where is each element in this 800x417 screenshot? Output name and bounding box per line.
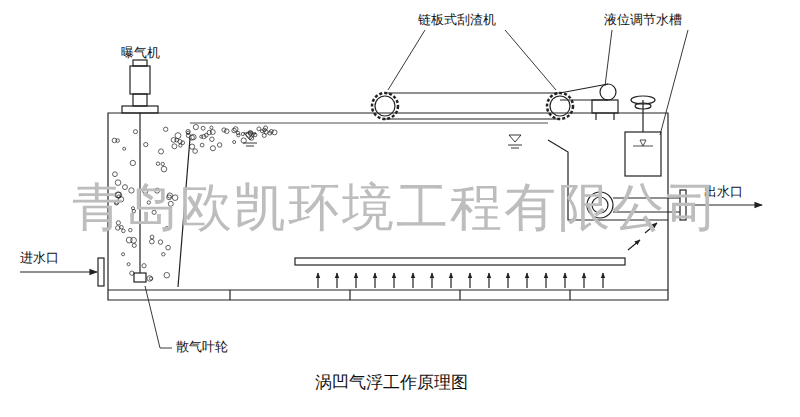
bubble [263,128,267,132]
bubble [158,240,163,245]
bubble [156,162,159,165]
bubble [116,139,120,143]
air-arrow [602,273,603,288]
level-tank [625,132,661,176]
bubble [161,166,167,172]
bubble [132,243,136,247]
air-arrow [412,273,413,288]
bubble [257,127,261,131]
bubble [241,132,244,135]
bubble [149,277,152,280]
bubble [130,271,134,275]
bubble [217,143,221,147]
bubble [122,253,125,256]
bubble [250,136,254,140]
water-surface [190,123,548,124]
bubble [131,237,137,243]
bubble [161,162,164,165]
air-arrow [488,273,489,288]
air-arrow [469,273,470,288]
bubble [233,141,236,144]
air-arrow [526,273,527,288]
air-arrow [393,273,394,288]
bubble [158,149,163,154]
air-arrow [507,273,508,288]
watermark: 青岛欧凯环境工程有限公司 [72,176,720,238]
bubble [262,133,266,137]
base-ticks [230,290,570,300]
chain-skimmer [372,84,618,120]
bubble [224,129,229,134]
caption: 涡凹气浮工作原理图 [315,372,468,392]
bubble [133,130,137,134]
bubble [253,133,257,137]
inlet-arrow [20,271,97,272]
bubble [178,140,182,144]
bubble [127,263,130,266]
bubble [207,130,211,134]
bubble [193,124,198,129]
air-arrow [431,273,432,288]
bubble [193,149,198,154]
part-label: 链板式刮渣机 [418,12,496,28]
bubble [186,129,190,133]
air-arrows [318,273,603,288]
bubble [144,142,148,146]
bubble [200,143,204,147]
impeller [134,273,146,282]
bubble [210,146,215,151]
bubble [191,134,196,139]
bubble [130,160,135,165]
part-label: 曝气机 [121,45,160,61]
bubble [113,172,118,177]
bubble [248,131,252,135]
bubble [241,138,246,143]
air-arrow [374,273,375,288]
air-arrow [450,273,451,288]
water-level-symbol [243,133,522,148]
bubble [172,144,177,149]
bubble [166,245,171,250]
part-label: 散气叶轮 [176,339,228,355]
valve-stem [642,100,643,132]
air-arrow [317,273,318,288]
bubble [186,133,190,137]
bubble [222,128,226,132]
inlet-flange [98,258,104,286]
part-label: 液位调节水槽 [604,12,682,28]
air-arrow [355,273,356,288]
bubble [232,128,237,133]
bubble [269,129,273,133]
bubble [237,134,240,137]
bubble [142,264,146,268]
bubble [164,127,168,131]
bubble [147,276,152,281]
bubble [201,126,205,130]
bubble [210,137,214,141]
tank-base [108,289,668,290]
port-label: 进水口 [20,250,59,266]
bubble [272,130,277,135]
bubble [175,133,181,139]
air-arrow [336,273,337,288]
aerator-motor [122,60,158,113]
air-arrow [583,273,584,288]
bubble [164,272,170,278]
bubble [179,144,182,147]
bubble [263,126,267,130]
bubble [123,147,126,150]
air-arrow [545,273,546,288]
perforated-pipe [295,258,625,265]
bubble [189,144,194,149]
bubble [150,239,155,244]
bubble [210,126,213,129]
bubble [162,253,165,256]
bubble [200,135,203,138]
air-arrow [564,273,565,288]
